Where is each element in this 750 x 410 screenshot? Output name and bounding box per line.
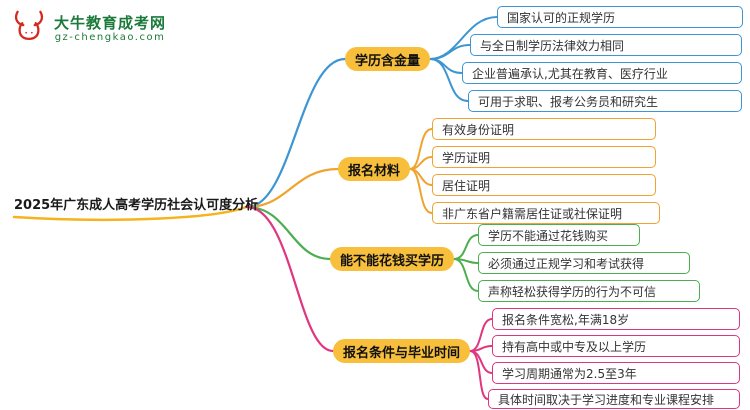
leaf-node: 持有高中或中专及以上学历 (492, 335, 740, 357)
bull-icon (10, 8, 48, 50)
connector-line (409, 156, 433, 170)
leaf-node: 必须通过正规学习和考试获得 (478, 252, 690, 274)
connector-line (245, 167, 340, 209)
leaf-node: 企业普遍承认,尤其在教育、医疗行业 (462, 62, 742, 84)
connector-line (469, 318, 493, 352)
connector-line (469, 350, 489, 400)
connector-line (453, 234, 479, 260)
site-logo: 大牛教育成考网 gz-chengkao.com (10, 8, 166, 50)
leaf-node: 学历证明 (432, 146, 656, 168)
leaf-node: 国家认可的正规学历 (497, 6, 743, 28)
connector-line (409, 128, 433, 170)
branch-label-materials: 报名材料 (338, 157, 411, 181)
connector-line (409, 168, 433, 214)
leaf-node: 学习周期通常为2.5至3年 (492, 362, 740, 384)
connector-line (453, 258, 479, 292)
connector-line (245, 57, 347, 209)
connector-line (409, 168, 433, 186)
connector-line (469, 345, 493, 352)
branch-label-recognition-value: 学历含金量 (345, 47, 431, 71)
leaf-node: 学历不能通过花钱购买 (478, 224, 640, 246)
logo-url: gz-chengkao.com (54, 32, 166, 44)
connector-line (429, 44, 471, 60)
connector-line (429, 58, 463, 74)
connector-line (245, 205, 332, 261)
leaf-node: 具体时间取决于学习进度和专业课程安排 (488, 389, 740, 409)
connector-line (245, 205, 335, 353)
branch-label-conditions-graduation: 报名条件与毕业时间 (333, 339, 471, 363)
connector-line (453, 258, 479, 264)
branch-label-buy-degree: 能不能花钱买学历 (330, 247, 455, 271)
leaf-node: 非广东省户籍需居住证或社保证明 (432, 202, 660, 224)
root-topic: 2025年广东成人高考学历社会认可度分析 (14, 198, 259, 213)
leaf-node: 有效身份证明 (432, 118, 656, 140)
leaf-node: 报名条件宽松,年满18岁 (492, 308, 740, 330)
logo-title: 大牛教育成考网 (54, 13, 167, 32)
leaf-node: 居住证明 (432, 174, 656, 196)
leaf-node: 声称轻松获得学历的行为不可信 (478, 280, 700, 302)
connector-line (469, 350, 493, 374)
leaf-node: 与全日制学历法律效力相同 (470, 34, 742, 56)
leaf-node: 可用于求职、报考公务员和研究生 (468, 90, 742, 112)
